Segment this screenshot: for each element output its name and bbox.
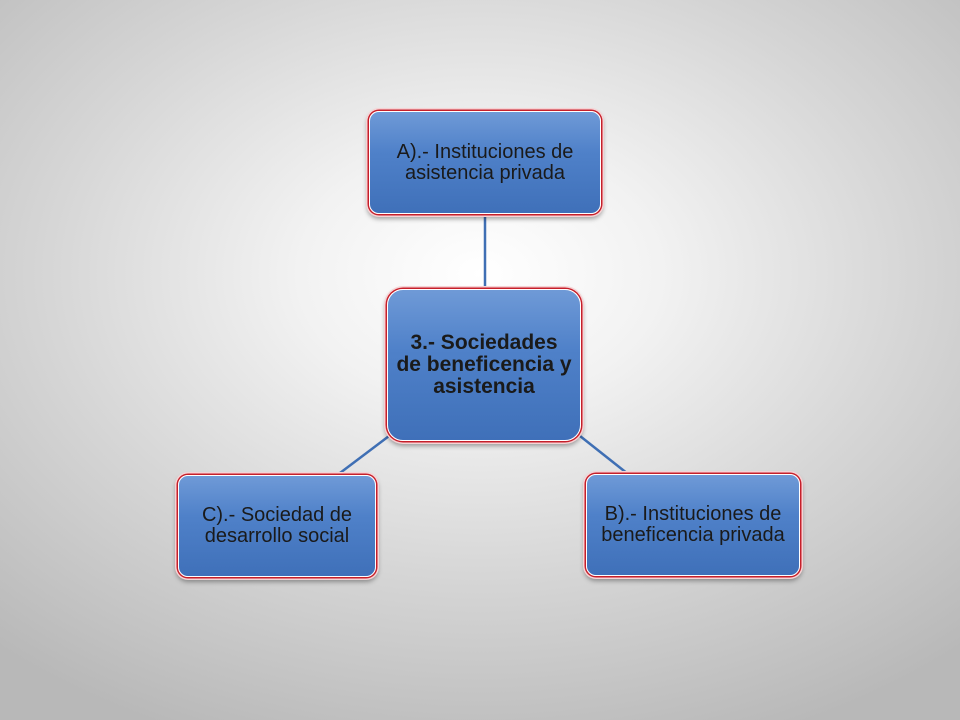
node-a-label: A).- Instituciones de asistencia privada — [396, 140, 574, 184]
connector-center-to-c — [335, 435, 390, 477]
node-c-sociedad-desarrollo-social: C).- Sociedad de desarrollo social — [178, 475, 376, 577]
node-c-label: C).- Sociedad de desarrollo social — [201, 504, 353, 547]
node-b-instituciones-beneficencia-privada: B).- Instituciones de beneficencia priva… — [586, 474, 800, 576]
node-a-instituciones-asistencia-privada: A).- Instituciones de asistencia privada — [369, 111, 601, 214]
center-node-label: 3.- Sociedades de beneficencia y asisten… — [396, 331, 572, 398]
center-node-sociedades-beneficencia: 3.- Sociedades de beneficencia y asisten… — [387, 289, 581, 441]
connector-center-to-b — [579, 435, 629, 475]
node-b-label: B).- Instituciones de beneficencia priva… — [601, 503, 785, 546]
